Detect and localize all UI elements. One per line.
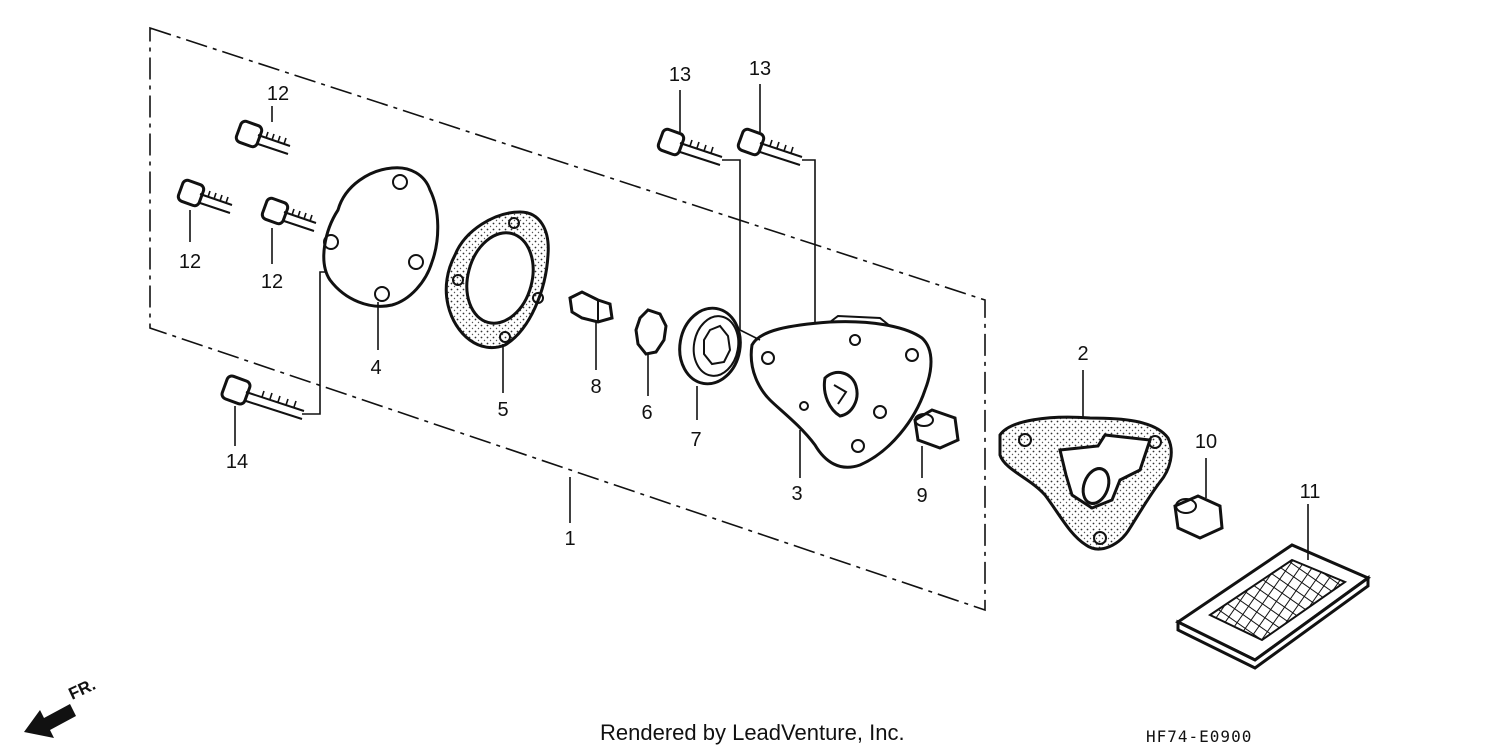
callout-3: 3 [791,483,802,505]
inner-rotor-6 [634,308,668,356]
direction-label: FR. [66,675,99,704]
collar-9 [913,408,960,450]
bolt-14 [220,271,340,420]
render-credit: Rendered by LeadVenture, Inc. [600,720,905,745]
pin-8 [568,290,614,324]
callout-10: 10 [1195,431,1217,453]
gasket-5 [444,210,550,350]
callout-13-right: 13 [749,58,771,80]
bolt-13-right [736,127,816,322]
callout-1: 1 [564,528,575,550]
bolt-12-left [176,178,233,214]
callout-4: 4 [370,357,381,379]
callout-2: 2 [1077,343,1088,365]
diagram-code: HF74-E0900 [1146,727,1252,746]
gasket-2 [998,415,1173,551]
assembly-boundary [149,26,986,612]
bushing-10 [1173,494,1224,540]
callout-11: 11 [1300,481,1321,503]
callout-8: 8 [590,376,601,398]
callout-7: 7 [690,429,701,451]
bolt-13-left [656,127,761,341]
pump-body-3 [749,314,933,469]
callout-12-left: 12 [179,251,201,273]
bolt-12-top [234,119,291,155]
leader-lines [189,84,1309,560]
callout-9: 9 [916,485,927,507]
callout-13-left: 13 [669,64,691,86]
filter-screen-11 [1175,543,1372,670]
callout-14: 14 [226,451,248,473]
front-direction-arrow: FR. [24,675,99,738]
callout-5: 5 [497,399,508,421]
callout-12-top: 12 [267,83,289,105]
bolt-12-middle [260,196,317,232]
callout-6: 6 [641,402,652,424]
outer-rotor-7 [678,306,742,386]
callout-12-middle: 12 [261,271,283,293]
pump-cover-4 [322,166,440,308]
